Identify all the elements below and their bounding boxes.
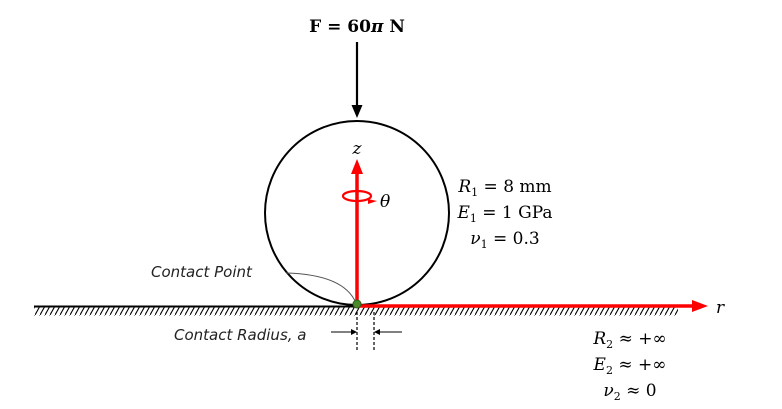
force-arrow-head	[351, 105, 363, 118]
ground-hatch	[34, 306, 678, 316]
contact-point-marker	[352, 299, 362, 309]
z-label: z	[352, 139, 363, 159]
force-symbol: F	[309, 17, 321, 37]
contact-radius-label: Contact Radius, a	[174, 326, 307, 344]
force-equals: = 60	[321, 17, 371, 37]
force-pi: π	[370, 17, 384, 37]
body2-poisson: ν2 ≈ 0	[603, 381, 656, 403]
z-axis-head	[351, 159, 363, 174]
contact-radius-right-arrowhead	[374, 329, 380, 335]
body1-modulus: E1 = 1 GPa	[456, 203, 552, 225]
force-label: F = 60π N	[309, 17, 405, 37]
contact-point-leader	[285, 272, 357, 304]
body2-radius: R2 ≈ +∞	[592, 329, 666, 351]
r-axis-head	[692, 300, 708, 312]
contact-radius-left-arrowhead	[351, 329, 357, 335]
body1-poisson: ν1 = 0.3	[470, 229, 539, 251]
theta-rotation-head	[368, 199, 377, 204]
body2-modulus: E2 ≈ +∞	[593, 355, 667, 377]
r-label: r	[716, 298, 725, 318]
body1-radius: R1 = 8 mm	[457, 177, 551, 199]
force-unit: N	[383, 17, 404, 37]
theta-label: θ	[380, 192, 390, 212]
theta-rotation-back	[341, 189, 373, 203]
contact-point-label: Contact Point	[151, 263, 253, 281]
